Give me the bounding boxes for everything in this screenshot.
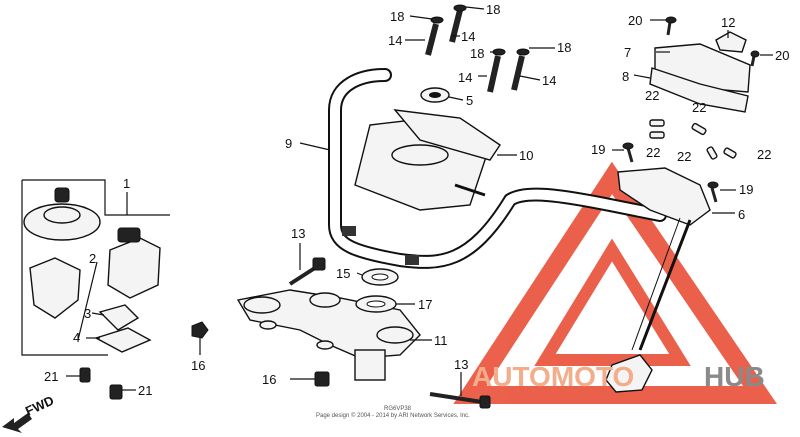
callout-1: 1 <box>123 176 130 191</box>
callout-14-d: 14 <box>542 73 556 88</box>
callout-22-a: 22 <box>645 88 659 103</box>
nut-16-upper <box>191 321 209 355</box>
diagram-code: RG6VP38 <box>384 406 412 412</box>
callout-18-d: 18 <box>557 40 571 55</box>
watermark-logo <box>453 161 778 404</box>
callout-18-b: 18 <box>486 2 500 17</box>
callout-3: 3 <box>84 306 91 321</box>
bolt-14-mid-left <box>487 48 506 93</box>
handlebar <box>299 68 667 269</box>
ignition-key-icon <box>54 187 70 203</box>
connector <box>605 354 653 393</box>
callout-7: 7 <box>624 45 631 60</box>
ignition-switch-group <box>21 179 170 356</box>
fwd-arrow-icon <box>2 413 32 433</box>
callout-14-c: 14 <box>458 70 472 85</box>
callout-6: 6 <box>738 207 745 222</box>
ignition-switch-body <box>107 237 161 299</box>
bolt-14-upper-right <box>449 4 467 43</box>
callout-13-left: 13 <box>291 226 305 241</box>
washer-15 <box>356 268 399 286</box>
callout-16-upper: 16 <box>191 358 205 373</box>
callout-20-right: 20 <box>775 48 789 63</box>
callout-15: 15 <box>336 266 350 281</box>
screw-20-left <box>650 16 677 36</box>
fwd-label: FWD <box>23 393 56 419</box>
callout-22-b: 22 <box>692 100 706 115</box>
callout-16-lower: 16 <box>262 372 276 387</box>
watermark-text-hub: HUB <box>704 361 765 392</box>
nut-16-lower <box>290 371 330 387</box>
emblem-12 <box>715 31 747 53</box>
callout-2: 2 <box>89 251 96 266</box>
bolt-19-right <box>707 181 736 203</box>
switch-contact <box>94 327 152 353</box>
bolt-13-left <box>288 243 326 286</box>
bolt-13-lower <box>429 372 491 409</box>
callout-11: 11 <box>434 333 448 348</box>
callout-19-right: 19 <box>739 182 753 197</box>
callout-21-right: 21 <box>138 383 152 398</box>
callout-labels: 1 2 3 4 5 6 7 8 9 10 11 12 13 13 14 14 1… <box>44 2 789 398</box>
callout-22-c: 22 <box>646 145 660 160</box>
callout-21-left: 21 <box>44 369 58 384</box>
callout-20-left: 20 <box>628 13 642 28</box>
callout-19-left: 19 <box>591 142 605 157</box>
callout-22-d: 22 <box>677 149 691 164</box>
watermark-text-automoto: AUTOMOTO <box>472 361 634 392</box>
callout-14-a: 14 <box>388 33 402 48</box>
callout-9: 9 <box>285 136 292 151</box>
callout-18-c: 18 <box>470 46 484 61</box>
callout-8: 8 <box>622 69 629 84</box>
callout-17: 17 <box>418 297 432 312</box>
washer-17 <box>355 295 415 313</box>
callout-22-e: 22 <box>757 147 771 162</box>
bolt-14-upper-left <box>425 16 444 56</box>
clip-22-set <box>649 119 737 160</box>
callout-4: 4 <box>73 330 80 345</box>
bolt-21-left <box>66 367 91 383</box>
handlebar-cover <box>633 30 751 113</box>
callout-14-b: 14 <box>461 29 475 44</box>
bolt-21-right <box>109 384 136 400</box>
bolt-19-left <box>612 142 634 163</box>
bolt-14-mid-right <box>511 48 530 91</box>
screw-20-right <box>750 50 773 67</box>
switch-housing <box>605 167 735 393</box>
callout-10: 10 <box>519 148 533 163</box>
copyright-line: Page design © 2004 - 2014 by ARI Network… <box>316 412 470 419</box>
meter-case <box>354 109 517 211</box>
callout-12: 12 <box>721 15 735 30</box>
ignition-bracket <box>29 257 81 319</box>
switch-plate <box>98 304 140 331</box>
callout-13-lower: 13 <box>454 357 468 372</box>
callout-18-a: 18 <box>390 9 404 24</box>
grommet-5 <box>420 87 464 103</box>
callout-5: 5 <box>466 93 473 108</box>
ignition-key <box>117 227 141 243</box>
